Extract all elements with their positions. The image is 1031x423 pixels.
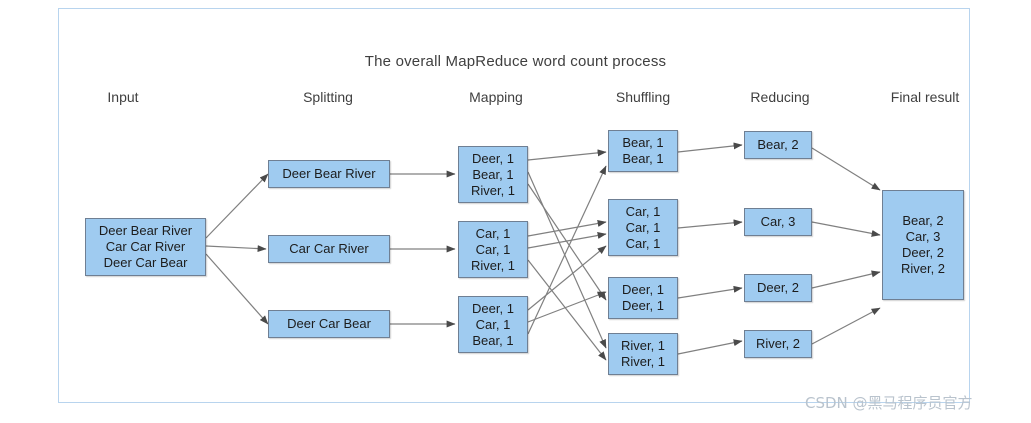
page-title: The overall MapReduce word count process [364,53,667,70]
reducing-box-1-line-1: Bear, 2 [757,137,799,152]
reducing-box-4-line-1: River, 2 [755,336,801,351]
reducing-box-2-line-1: Car, 3 [760,214,796,229]
shuffling-box-1[interactable]: Bear, 1 Bear, 1 [608,130,678,172]
mapping-box-3-line-2: Car, 1 [475,316,511,332]
shuffling-box-3[interactable]: Deer, 1 Deer, 1 [608,277,678,319]
shuffling-box-2-line-3: Car, 1 [625,235,661,251]
final-result-line-2: Car, 3 [905,229,941,244]
mapping-box-3[interactable]: Deer, 1 Car, 1 Bear, 1 [458,296,528,353]
mapping-box-1-line-2: Bear, 1 [472,166,514,182]
shuffling-box-3-line-1: Deer, 1 [622,282,664,297]
mapping-box-2-line-3: River, 1 [470,257,516,273]
final-result-line-4: River, 2 [900,261,946,276]
final-result-box[interactable]: Bear, 2 Car, 3 Deer, 2 River, 2 [882,190,964,300]
mapping-box-1-line-1: Deer, 1 [472,150,514,166]
mapping-box-3-line-3: Bear, 1 [472,332,514,348]
mapping-box-1[interactable]: Deer, 1 Bear, 1 River, 1 [458,146,528,203]
splitting-box-3[interactable]: Deer Car Bear [268,310,390,338]
shuffling-box-1-line-1: Bear, 1 [622,135,664,150]
final-result-line-3: Deer, 2 [902,245,944,260]
splitting-box-3-line-1: Deer Car Bear [287,316,371,331]
input-box[interactable]: Deer Bear River Car Car River Deer Car B… [85,218,206,276]
shuffling-box-2[interactable]: Car, 1 Car, 1 Car, 1 [608,199,678,256]
csdn-watermark: CSDN @黑马程序员官方 [805,394,973,412]
reducing-box-3[interactable]: Deer, 2 [744,274,812,302]
mapping-box-3-line-1: Deer, 1 [472,300,514,316]
mapping-box-2-line-1: Car, 1 [475,225,511,241]
column-header-final-result: Final result [890,89,960,105]
shuffling-box-4[interactable]: River, 1 River, 1 [608,333,678,375]
column-header-reducing: Reducing [750,89,810,105]
shuffling-box-4-line-2: River, 1 [620,354,666,369]
shuffling-box-2-line-2: Car, 1 [625,219,661,235]
reducing-box-1[interactable]: Bear, 2 [744,131,812,159]
reducing-box-2[interactable]: Car, 3 [744,208,812,236]
reducing-box-3-line-1: Deer, 2 [757,280,799,295]
splitting-box-1[interactable]: Deer Bear River [268,160,390,188]
input-line-1: Deer Bear River [98,223,193,238]
splitting-box-1-line-1: Deer Bear River [282,166,376,181]
column-header-shuffling: Shuffling [615,89,671,105]
input-line-2: Car Car River [105,239,186,254]
mapping-box-1-line-3: River, 1 [470,182,516,198]
input-line-3: Deer Car Bear [103,255,188,270]
column-header-splitting: Splitting [303,89,353,105]
column-header-input: Input [107,89,139,105]
reducing-box-4[interactable]: River, 2 [744,330,812,358]
shuffling-box-4-line-1: River, 1 [620,338,666,353]
column-header-mapping: Mapping [469,89,523,105]
mapping-box-2[interactable]: Car, 1 Car, 1 River, 1 [458,221,528,278]
final-result-line-1: Bear, 2 [902,213,944,228]
shuffling-box-3-line-2: Deer, 1 [622,298,664,313]
mapping-box-2-line-2: Car, 1 [475,241,511,257]
shuffling-box-2-line-1: Car, 1 [625,203,661,219]
splitting-box-2-line-1: Car Car River [289,241,369,256]
shuffling-box-1-line-2: Bear, 1 [622,151,664,166]
splitting-box-2[interactable]: Car Car River [268,235,390,263]
